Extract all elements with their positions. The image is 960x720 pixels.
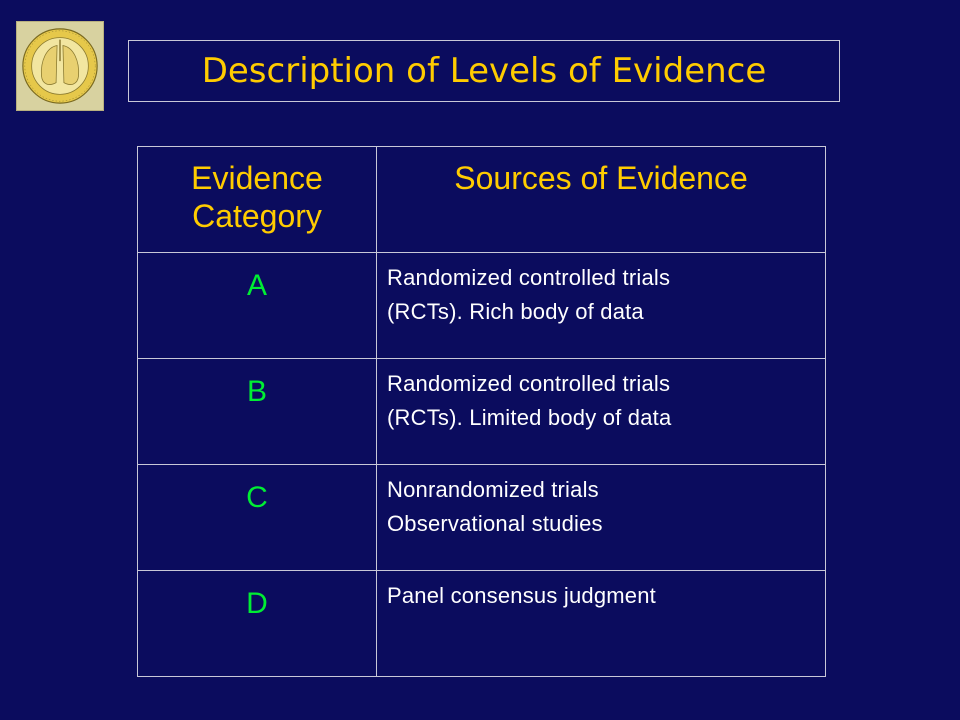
gold-logo — [16, 21, 104, 111]
lung-logo-icon — [22, 28, 98, 104]
source-line: Observational studies — [387, 511, 603, 536]
source-line: Randomized controlled trials — [387, 265, 671, 290]
table-header-row: Evidence Category Sources of Evidence — [137, 146, 826, 253]
header-sources-of-evidence: Sources of Evidence — [376, 146, 826, 253]
source-line: Panel consensus judgment — [387, 583, 656, 608]
category-cell: A — [137, 252, 377, 359]
table-row: D Panel consensus judgment — [137, 570, 826, 677]
table-row: B Randomized controlled trials (RCTs). L… — [137, 358, 826, 465]
header-category-line1: Evidence — [191, 160, 323, 196]
source-line: Nonrandomized trials — [387, 477, 599, 502]
source-line: (RCTs). Rich body of data — [387, 299, 644, 324]
source-cell: Randomized controlled trials (RCTs). Ric… — [376, 252, 826, 359]
category-cell: C — [137, 464, 377, 571]
header-evidence-category: Evidence Category — [137, 146, 377, 253]
page-title: Description of Levels of Evidence — [201, 51, 767, 91]
header-category-line2: Category — [192, 198, 322, 234]
source-cell: Randomized controlled trials (RCTs). Lim… — [376, 358, 826, 465]
table-row: A Randomized controlled trials (RCTs). R… — [137, 252, 826, 359]
source-line: (RCTs). Limited body of data — [387, 405, 672, 430]
category-cell: D — [137, 570, 377, 677]
title-box: Description of Levels of Evidence — [128, 40, 840, 102]
category-cell: B — [137, 358, 377, 465]
table-row: C Nonrandomized trials Observational stu… — [137, 464, 826, 571]
source-cell: Panel consensus judgment — [376, 570, 826, 677]
source-line: Randomized controlled trials — [387, 371, 671, 396]
evidence-table: Evidence Category Sources of Evidence A … — [137, 146, 826, 677]
source-cell: Nonrandomized trials Observational studi… — [376, 464, 826, 571]
